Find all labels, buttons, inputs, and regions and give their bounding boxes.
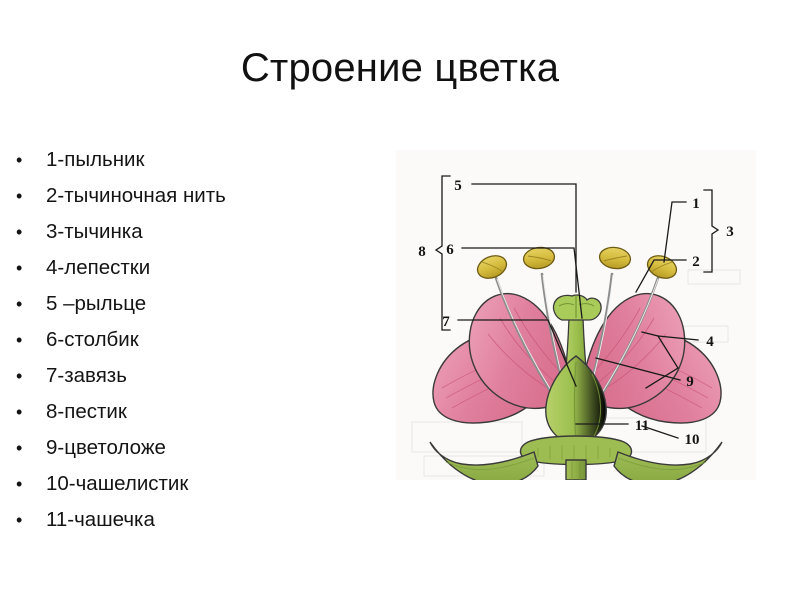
stigma-head [552,294,602,321]
stem [565,459,587,480]
callout-label-10: 10 [685,432,700,448]
leader-7 [457,319,577,387]
list-item: • 2-тычиночная нить [10,178,310,214]
list-item: • 9-цветоложе [10,430,310,466]
bullet-icon: • [16,366,23,386]
list-item-label: 4-лепестки [46,256,151,279]
leader-1 [663,201,687,263]
bullet-icon: • [16,150,23,170]
list-item-label: 6-столбик [46,328,139,351]
bullet-icon: • [16,474,23,494]
anther-right [598,246,632,270]
callout-label-9: 9 [686,374,694,390]
list-item: • 4-лепестки [10,250,310,286]
callout-label-4: 4 [706,334,714,350]
list-item-label: 11-чашечка [46,508,155,531]
anther-far-right [646,255,678,279]
callout-label-3: 3 [726,224,734,240]
callout-label-5: 5 [454,178,462,194]
list-item: • 10-чашелистик [10,466,310,502]
callout-label-11: 11 [635,418,649,434]
callout-label-7: 7 [442,314,450,330]
bullet-icon: • [16,510,23,530]
petal-left-inner [468,292,573,410]
leader-4b [641,331,659,337]
leader-2 [635,259,687,293]
callout-label-1: 1 [692,196,700,212]
list-item-label: 9-цветоложе [46,436,166,459]
list-item-label: 8-пестик [46,400,127,423]
flower-structure-diagram: 5 6 7 8 1 2 3 4 9 10 11 [396,150,756,480]
list-item: • 5 –рыльце [10,286,310,322]
list-item: • 3-тычинка [10,214,310,250]
sepal-left [429,441,539,480]
callout-label-6: 6 [446,242,454,258]
list-item: • 8-пестик [10,394,310,430]
leader-5 [471,183,577,293]
ovary-shade [591,373,602,437]
bullet-icon: • [16,330,23,350]
list-item: • 11-чашечка [10,502,310,538]
list-item: • 1-пыльник [10,142,310,178]
anther-far-left [476,255,508,279]
receptacle-texture [537,445,611,460]
callout-leader-lines [434,175,720,439]
bullet-icon: • [16,258,23,278]
bracket-3 [703,189,720,273]
list-item-label: 3-тычинка [46,220,143,243]
bracket-8 [434,175,451,331]
leader-4 [645,335,699,389]
list-item: • 7-завязь [10,358,310,394]
list-item-label: 2-тычиночная нить [46,184,226,207]
list-item-label: 7-завязь [46,364,127,387]
leader-9 [595,357,681,381]
ovary-center-line [573,361,577,441]
bullet-icon: • [16,186,23,206]
callout-label-2: 2 [692,254,700,270]
callout-label-8: 8 [418,244,426,260]
flower-parts-legend-list: • 1-пыльник • 2-тычиночная нить • 3-тычи… [10,142,310,538]
list-item: • 6-столбик [10,322,310,358]
leader-10 [641,425,679,439]
page-title: Строение цветка [240,46,560,90]
stem-texture [571,462,581,480]
bullet-icon: • [16,402,23,422]
sepal-right [613,441,723,480]
bullet-icon: • [16,294,23,314]
list-item-label: 10-чашелистик [46,472,189,495]
list-item-label: 5 –рыльце [46,292,147,315]
bullet-icon: • [16,222,23,242]
leader-6 [461,247,583,319]
bullet-icon: • [16,438,23,458]
list-item-label: 1-пыльник [46,148,145,171]
sepal-veins [445,457,707,470]
